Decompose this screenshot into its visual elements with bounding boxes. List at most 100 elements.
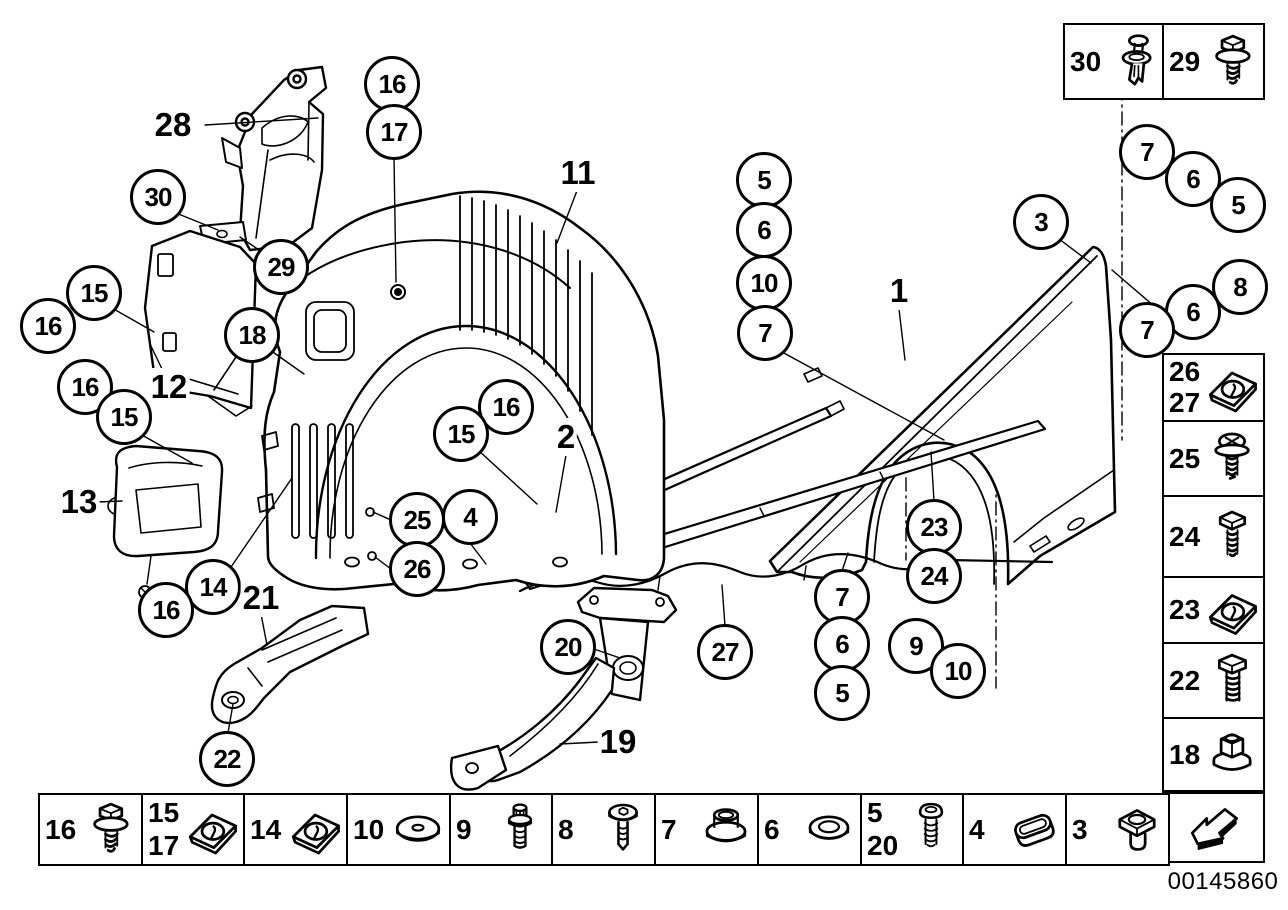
hardware-cell-24[interactable]: 24: [1162, 495, 1265, 578]
hardware-cell-22[interactable]: 22: [1162, 642, 1265, 719]
callout-15[interactable]: 15: [66, 265, 122, 321]
hardware-cell-numbers: 24: [1169, 497, 1200, 576]
callout-16[interactable]: 16: [20, 298, 76, 354]
part-number: 7: [661, 813, 677, 845]
callout-6[interactable]: 6: [736, 202, 792, 258]
callout-5[interactable]: 5: [736, 152, 792, 208]
part-bracket-21[interactable]: [210, 604, 370, 725]
hardware-cell-30[interactable]: 30: [1063, 23, 1166, 100]
hardware-cell-16[interactable]: 16: [38, 793, 143, 866]
callout-2[interactable]: 2: [554, 418, 578, 456]
hex-bolt-icon: [1203, 647, 1261, 714]
part-number: 3: [1072, 813, 1088, 845]
hardware-cell-14[interactable]: 14: [243, 793, 348, 866]
callout-16[interactable]: 16: [364, 56, 420, 112]
part-number: 20: [867, 829, 899, 861]
back-arrow-icon: [1185, 797, 1243, 858]
part-arm-19[interactable]: [449, 656, 616, 791]
callout-15[interactable]: 15: [433, 406, 489, 462]
hardware-cell-numbers: 7: [661, 795, 677, 864]
callout-6[interactable]: 6: [1165, 151, 1221, 207]
callout-8[interactable]: 8: [1212, 259, 1268, 315]
callout-17[interactable]: 17: [366, 104, 422, 160]
hardware-cell-25[interactable]: 25: [1162, 420, 1265, 497]
callout-16[interactable]: 16: [138, 582, 194, 638]
hardware-cell-6[interactable]: 6: [757, 793, 862, 866]
hardware-cell-18[interactable]: 18: [1162, 717, 1265, 792]
part-number: 27: [1169, 387, 1201, 418]
hardware-cell-numbers: 22: [1169, 644, 1200, 717]
callout-18[interactable]: 18: [224, 307, 280, 363]
hardware-cell-numbers: 9: [456, 795, 472, 864]
callout-3[interactable]: 3: [1013, 194, 1069, 250]
part-number: 5: [867, 797, 883, 829]
hex-screw-washer-icon: [1203, 28, 1261, 95]
callout-25[interactable]: 25: [389, 492, 445, 548]
hardware-cell-23[interactable]: 23: [1162, 576, 1265, 644]
hardware-cell-numbers: 6: [764, 795, 780, 864]
callout-28[interactable]: 28: [152, 106, 194, 144]
prev-page-arrow-box[interactable]: [1162, 792, 1265, 863]
hex-screw-washer-icon: [81, 798, 139, 861]
part-wheel-arch-liner[interactable]: [257, 190, 666, 592]
callout-10[interactable]: 10: [930, 643, 986, 699]
ring-washer-icon: [800, 798, 858, 861]
part-rocker-lower[interactable]: [518, 553, 1054, 593]
part-number: 6: [764, 813, 780, 845]
part-number: 18: [1169, 738, 1201, 770]
callout-5[interactable]: 5: [814, 665, 870, 721]
callout-21[interactable]: 21: [240, 579, 282, 617]
callout-4[interactable]: 4: [442, 489, 498, 545]
callout-23[interactable]: 23: [906, 499, 962, 555]
callout-27[interactable]: 27: [697, 624, 753, 680]
part-bracket-20[interactable]: [576, 586, 678, 702]
hardware-cell-7[interactable]: 7: [654, 793, 759, 866]
callout-7[interactable]: 7: [1119, 302, 1175, 358]
hardware-cell-numbers: 23: [1169, 578, 1200, 642]
oval-plug-icon: [1005, 798, 1063, 861]
callout-15[interactable]: 15: [96, 389, 152, 445]
clip-nut-icon: [1203, 358, 1261, 417]
callout-30[interactable]: 30: [130, 169, 186, 225]
hardware-cell-numbers: 4: [969, 795, 985, 864]
callout-10[interactable]: 10: [736, 255, 792, 311]
callout-11[interactable]: 11: [558, 154, 598, 192]
part-panel-12[interactable]: [143, 229, 258, 417]
callout-5[interactable]: 5: [1210, 177, 1266, 233]
callout-19[interactable]: 19: [597, 723, 639, 761]
hardware-cell-9[interactable]: 9: [449, 793, 553, 866]
hardware-cell-29[interactable]: 29: [1162, 23, 1265, 100]
hardware-cell-numbers: 8: [558, 795, 574, 864]
callout-26[interactable]: 26: [389, 541, 445, 597]
callout-22[interactable]: 22: [199, 731, 255, 787]
callout-13[interactable]: 13: [58, 483, 100, 521]
callout-12[interactable]: 12: [148, 368, 190, 406]
part-cover-13[interactable]: [107, 444, 224, 617]
callout-7[interactable]: 7: [737, 305, 793, 361]
grommet-icon: [697, 798, 755, 861]
hardware-cell-3[interactable]: 3: [1065, 793, 1170, 866]
hardware-cell-numbers: 29: [1169, 25, 1200, 98]
part-number: 10: [353, 813, 385, 845]
collar-stud-icon: [491, 798, 549, 861]
hardware-cell-8[interactable]: 8: [551, 793, 656, 866]
callout-1[interactable]: 1: [887, 272, 911, 310]
hardware-cell-numbers: 30: [1070, 25, 1101, 98]
hex-head-screw-icon: [1203, 500, 1261, 573]
callout-20[interactable]: 20: [540, 619, 596, 675]
callout-14[interactable]: 14: [185, 559, 241, 615]
phillips-screw-washer-icon: [1203, 425, 1261, 492]
part-number: 24: [1169, 520, 1201, 552]
hardware-cell-10[interactable]: 10: [346, 793, 451, 866]
callout-24[interactable]: 24: [906, 548, 962, 604]
callout-6[interactable]: 6: [814, 616, 870, 672]
callout-29[interactable]: 29: [253, 239, 309, 295]
hardware-cell-4[interactable]: 4: [962, 793, 1067, 866]
part-number: 29: [1169, 45, 1201, 77]
part-bracket-28[interactable]: [199, 65, 328, 252]
